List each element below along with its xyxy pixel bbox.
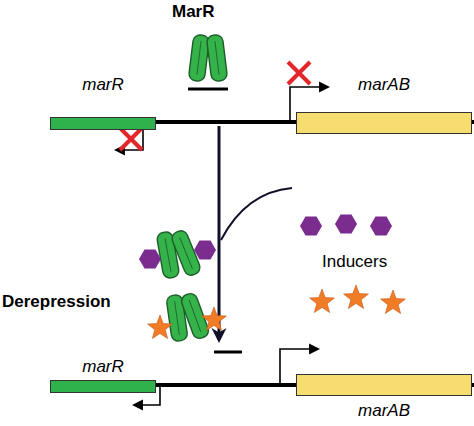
- bound-dimer: [148, 292, 227, 342]
- gene-rect: [296, 112, 472, 134]
- marr-dimer: [188, 34, 227, 82]
- gene-rect: [296, 374, 472, 396]
- inducer-stars: [310, 285, 406, 314]
- transition-arrow: [218, 126, 221, 340]
- inducer-label: Inducers: [322, 252, 387, 272]
- state-label: Derepression: [2, 292, 111, 312]
- gene-label: marR: [82, 76, 124, 94]
- gene-box: marAB: [296, 76, 472, 134]
- block-cross: [120, 128, 142, 150]
- gene-rect: [50, 380, 156, 393]
- gene-box: marR: [50, 358, 156, 393]
- gene-box: marR: [50, 76, 156, 130]
- operator-site: [214, 351, 242, 354]
- operator-site: [188, 88, 228, 91]
- block-cross: [288, 62, 310, 84]
- gene-label: marAB: [358, 76, 410, 94]
- gene-label: marAB: [358, 402, 410, 420]
- bound-dimer: [139, 229, 216, 279]
- inducer-curve: [221, 188, 292, 240]
- protein-label: MarR: [172, 2, 215, 22]
- gene-rect: [50, 117, 156, 130]
- inducer-hexagons: [300, 215, 392, 236]
- gene-label: marR: [82, 358, 124, 376]
- gene-box: marAB: [296, 374, 472, 420]
